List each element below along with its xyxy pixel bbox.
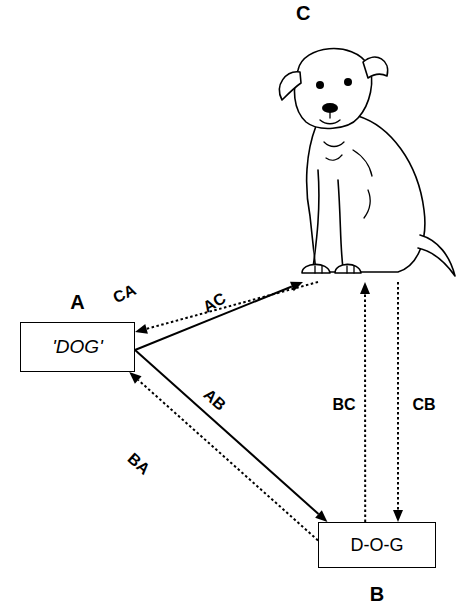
- solid-arrow: [135, 350, 327, 522]
- edge-label: BA: [123, 450, 152, 479]
- arrow-head: [393, 510, 403, 522]
- edge-label: CA: [110, 281, 139, 307]
- node-letter: B: [370, 583, 384, 605]
- arrow-head: [360, 282, 370, 294]
- dog-illustration: [258, 30, 458, 282]
- arrow-head: [315, 510, 327, 522]
- connector-line: [364, 294, 366, 522]
- connector-line: [397, 282, 399, 510]
- edge-label: CB: [413, 396, 436, 414]
- arrow-head: [290, 282, 303, 291]
- spoken-word: 'DOG': [52, 336, 103, 358]
- connector-line: [138, 380, 318, 540]
- solid-arrow: [135, 282, 303, 350]
- edge-label: BC: [333, 396, 356, 414]
- connector-line: [147, 282, 318, 329]
- spelling-box: D-O-GB: [318, 522, 436, 568]
- dotted-arrow: [393, 282, 403, 522]
- node-letter: A: [70, 291, 84, 313]
- dotted-arrow: [360, 282, 370, 522]
- connector-line: [135, 287, 292, 350]
- dotted-arrow: [129, 372, 318, 540]
- edge-label: AB: [199, 386, 228, 415]
- illustration-node: C: [258, 2, 458, 282]
- word-box: A'DOG': [20, 322, 135, 372]
- arrow-head: [135, 324, 148, 334]
- edge-label: AC: [200, 289, 229, 316]
- node-letter-holder: C: [296, 2, 310, 25]
- dotted-arrow: [135, 282, 318, 334]
- spelled-word: D-O-G: [351, 535, 404, 556]
- spelled-word-holder: D-O-G: [319, 523, 435, 567]
- connector-line: [135, 350, 318, 514]
- node-letter-holder: B: [319, 583, 435, 606]
- spoken-word-holder: 'DOG': [21, 323, 134, 371]
- arrow-head: [129, 372, 141, 384]
- node-letter: C: [296, 2, 310, 24]
